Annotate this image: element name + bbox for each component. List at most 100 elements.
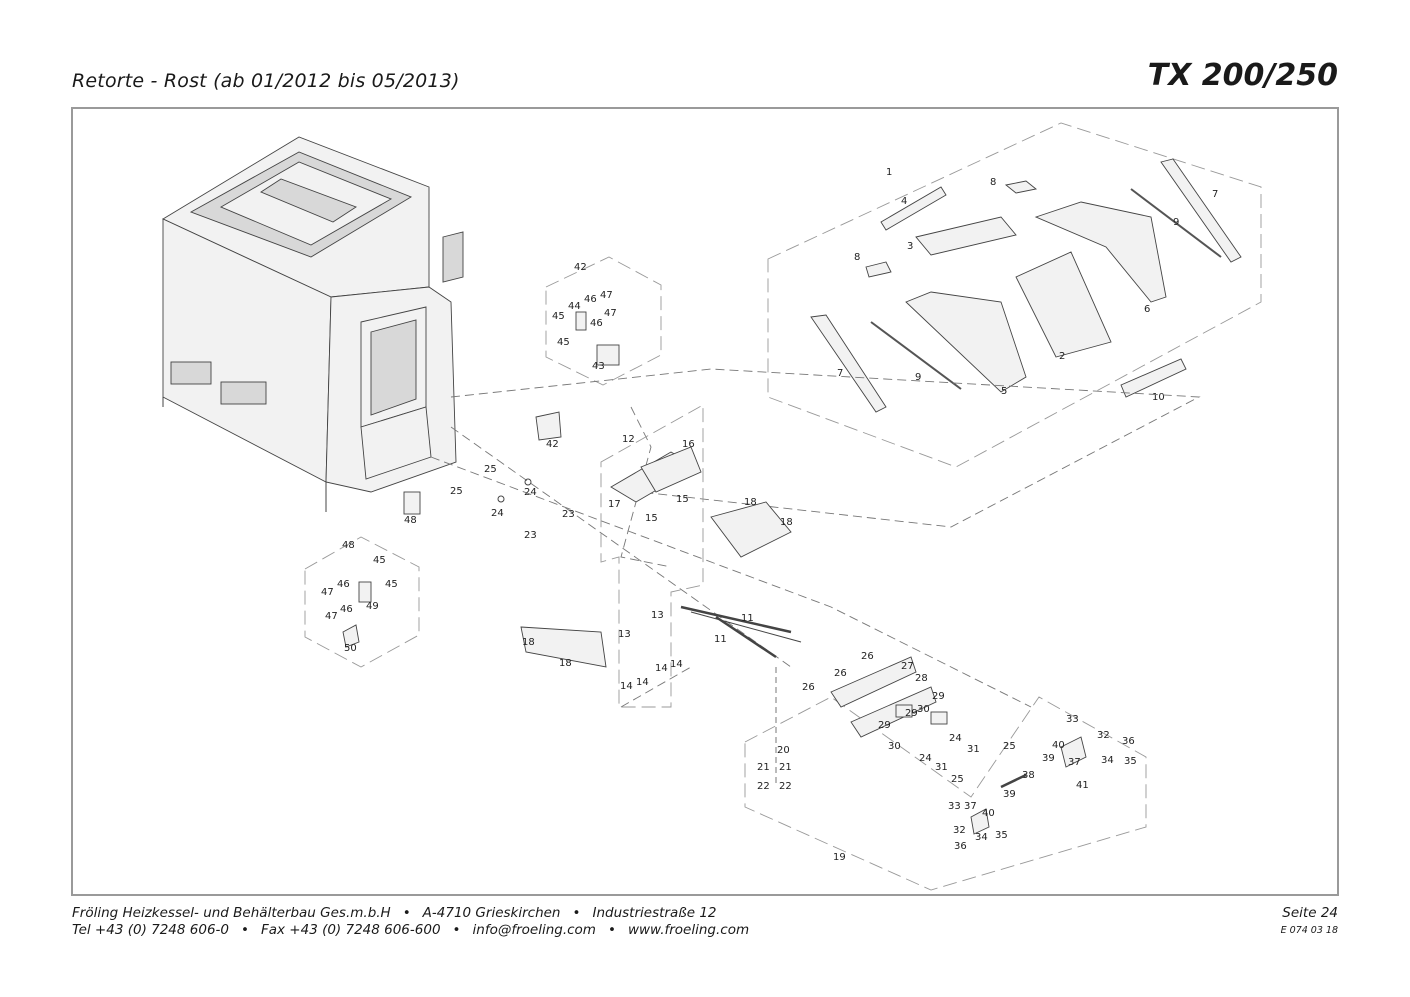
drive-group: 26 26 26 27 28 29 29 29 30 30 24 24 31 3… [744, 651, 1147, 891]
boiler-body [162, 136, 464, 512]
label-29a: 29 [932, 691, 945, 702]
label-18d: 18 [559, 658, 572, 669]
label-25c: 25 [1003, 741, 1016, 752]
label-9a: 9 [1173, 217, 1179, 228]
label-15b: 15 [676, 494, 689, 505]
label-14d: 14 [670, 659, 683, 670]
label-26b: 26 [834, 668, 847, 679]
label-24d: 24 [919, 753, 932, 764]
label-44: 44 [568, 301, 581, 312]
label-30a: 30 [917, 704, 930, 715]
label-11a: 11 [741, 613, 754, 624]
label-8a: 8 [990, 177, 996, 188]
label-14c: 14 [655, 663, 668, 674]
label-24c: 24 [949, 733, 962, 744]
label-23a: 23 [562, 509, 575, 520]
footer-company: Fröling Heizkessel- und Behälterbau Ges.… [72, 905, 391, 921]
label-40a: 40 [1052, 740, 1065, 751]
label-25b: 25 [450, 486, 463, 497]
label-46d: 46 [340, 604, 353, 615]
label-32b: 32 [953, 825, 966, 836]
label-36a: 36 [1122, 736, 1135, 747]
label-30b: 30 [888, 741, 901, 752]
group-42: 42 43 44 45 45 46 46 47 47 [545, 256, 662, 386]
label-8b: 8 [854, 252, 860, 263]
label-45a: 45 [552, 311, 565, 322]
label-50: 50 [344, 643, 357, 654]
label-40b: 40 [982, 808, 995, 819]
label-46a: 46 [584, 294, 597, 305]
label-4: 4 [901, 196, 907, 207]
label-37a: 37 [1068, 757, 1081, 768]
label-49: 49 [366, 601, 379, 612]
label-1: 1 [886, 167, 892, 178]
footer-company-line: Fröling Heizkessel- und Behälterbau Ges.… [72, 905, 717, 921]
page-title: Retorte - Rost (ab 01/2012 bis 05/2013) [72, 70, 460, 92]
label-31b: 31 [935, 762, 948, 773]
label-46c: 46 [337, 579, 350, 590]
label-41: 41 [1076, 780, 1089, 791]
label-9b: 9 [915, 372, 921, 383]
label-45d: 45 [385, 579, 398, 590]
label-27: 27 [901, 661, 914, 672]
label-39b: 39 [1003, 789, 1016, 800]
label-29c: 29 [878, 720, 891, 731]
label-21b: 21 [779, 762, 792, 773]
label-20: 20 [777, 745, 790, 756]
label-42: 42 [574, 262, 587, 273]
main-parts: 42 25 25 24 24 23 23 48 12 16 17 15 15 1… [403, 368, 1201, 708]
label-13b: 13 [618, 629, 631, 640]
label-24b: 24 [491, 508, 504, 519]
label-3: 3 [907, 241, 913, 252]
label-11b: 11 [714, 634, 727, 645]
label-16: 16 [682, 439, 695, 450]
footer-web[interactable]: www.froeling.com [627, 922, 750, 938]
label-48-main: 48 [404, 515, 417, 526]
page-number: Seite 24 [1282, 905, 1338, 921]
footer-phone: Tel +43 (0) 7248 606-0 [72, 922, 229, 938]
label-26c: 26 [802, 682, 815, 693]
label-23b: 23 [524, 530, 537, 541]
label-47d: 47 [325, 611, 338, 622]
footer-street: Industriestraße 12 [592, 905, 717, 921]
label-31a: 31 [967, 744, 980, 755]
label-7a: 7 [1212, 189, 1218, 200]
footer-email[interactable]: info@froeling.com [472, 922, 596, 938]
label-22a: 22 [757, 781, 770, 792]
label-48: 48 [342, 540, 355, 551]
label-13a: 13 [651, 610, 664, 621]
label-14b: 14 [636, 677, 649, 688]
label-7b: 7 [837, 368, 843, 379]
label-17: 17 [608, 499, 621, 510]
label-15a: 15 [645, 513, 658, 524]
drawing-frame [71, 107, 1339, 896]
footer-fax: Fax +43 (0) 7248 606-600 [260, 922, 441, 938]
label-18b: 18 [780, 517, 793, 528]
label-12: 12 [622, 434, 635, 445]
label-35b: 35 [995, 830, 1008, 841]
label-39a: 39 [1042, 753, 1055, 764]
exploded-parts-diagram: 42 43 44 45 45 46 46 47 47 1 2 3 4 5 6 7… [162, 122, 1262, 891]
label-47b: 47 [604, 308, 617, 319]
label-10: 10 [1152, 392, 1165, 403]
label-28: 28 [915, 673, 928, 684]
label-33a: 33 [1066, 714, 1079, 725]
label-29b: 29 [905, 708, 918, 719]
label-32a: 32 [1097, 730, 1110, 741]
label-25d: 25 [951, 774, 964, 785]
label-36b: 36 [954, 841, 967, 852]
label-18c: 18 [522, 637, 535, 648]
label-35a: 35 [1124, 756, 1137, 767]
model-name: TX 200/250 [1147, 58, 1338, 93]
label-14a: 14 [620, 681, 633, 692]
label-47c: 47 [321, 587, 334, 598]
footer-contact-line: Tel +43 (0) 7248 606-0•Fax +43 (0) 7248 … [72, 922, 750, 938]
label-42-main: 42 [546, 439, 559, 450]
label-46b: 46 [590, 318, 603, 329]
label-34b: 34 [975, 832, 988, 843]
group-48: 48 45 45 46 46 47 47 49 50 [304, 536, 420, 668]
label-45c: 45 [373, 555, 386, 566]
document-number: E 074 03 18 [1280, 925, 1338, 936]
label-19: 19 [833, 852, 846, 863]
grate-group: 1 2 3 4 5 6 7 7 8 8 9 9 10 [767, 122, 1262, 468]
